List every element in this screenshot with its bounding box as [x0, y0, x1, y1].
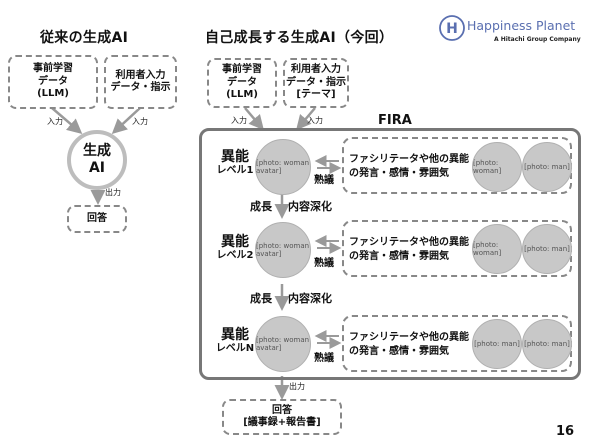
right-output-label: 出力	[289, 382, 305, 391]
level-1-facilitator-text: ファシリテータや他の異能 の発言・感情・雰囲気	[349, 154, 469, 179]
level-n-avatar: [photo: woman avatar]	[255, 316, 311, 372]
growth-1-a: 成長	[250, 200, 272, 213]
level-2-sub: レベル2	[216, 250, 254, 262]
level-2-deliberation: 熟議	[314, 258, 334, 269]
left-output-label: 出力	[105, 188, 121, 197]
level-1-avatar: [photo: woman avatar]	[255, 139, 311, 195]
right-user-input-box: 利用者入力 データ・指示 [テーマ]	[283, 58, 349, 108]
level-1-sub: レベル1	[216, 165, 254, 177]
level-n-participant-b: [photo: man]	[522, 319, 572, 369]
right-title: 自己成長する生成AI（今回）	[205, 30, 394, 46]
level-2-participant-b: [photo: man]	[522, 224, 572, 274]
level-2-name: 異能 レベル2	[210, 234, 260, 262]
right-input-label-2: 入力	[307, 116, 323, 125]
happiness-planet-logo: H Happiness Planet A Hitachi Group Compa…	[436, 12, 584, 48]
level-1-participant-b: [photo: man]	[522, 142, 572, 192]
level-2-avatar: [photo: woman avatar]	[255, 222, 311, 278]
level-n-facilitator-text: ファシリテータや他の異能 の発言・感情・雰囲気	[349, 332, 469, 357]
level-n-participant-a: [photo: man]	[472, 319, 522, 369]
level-n-name: 異能 レベルN	[210, 327, 260, 355]
left-input-label-1: 入力	[47, 117, 63, 126]
level-1-deliberation: 熟議	[314, 175, 334, 186]
level-1-participant-a: [photo: woman]	[472, 142, 522, 192]
growth-1-b: 内容深化	[288, 200, 332, 213]
growth-2-a: 成長	[250, 292, 272, 305]
generative-ai-label: 生成 AI	[83, 143, 111, 176]
logo-tagline: A Hitachi Group Company	[494, 36, 581, 43]
logo-name: Happiness Planet	[467, 18, 576, 33]
level-2-participant-a: [photo: woman]	[472, 224, 522, 274]
fira-frame	[199, 128, 581, 380]
level-n-sub: レベルN	[215, 343, 255, 355]
right-input-label-1: 入力	[231, 116, 247, 125]
left-user-input-box: 利用者入力 データ・指示	[104, 55, 177, 109]
level-2-facilitator-text: ファシリテータや他の異能 の発言・感情・雰囲気	[349, 237, 469, 262]
left-title: 従来の生成AI	[40, 30, 129, 46]
level-1-title: 異能	[221, 149, 249, 165]
level-n-title: 異能	[221, 327, 249, 343]
level-n-deliberation: 熟議	[314, 353, 334, 364]
left-answer-box: 回答	[67, 205, 127, 233]
right-answer-box: 回答 [議事録+報告書]	[222, 399, 342, 435]
svg-text:H: H	[446, 21, 458, 37]
logo-h-icon: H	[439, 15, 465, 41]
left-input-label-2: 入力	[132, 117, 148, 126]
page-number: 16	[556, 424, 575, 439]
right-pretrain-box: 事前学習 データ (LLM)	[207, 58, 277, 108]
growth-2-b: 内容深化	[288, 292, 332, 305]
left-pretrain-box: 事前学習 データ (LLM)	[8, 55, 98, 109]
fira-label: FIRA	[378, 113, 412, 128]
level-1-name: 異能 レベル1	[210, 149, 260, 177]
level-2-title: 異能	[221, 234, 249, 250]
generative-ai-circle: 生成 AI	[67, 130, 127, 190]
